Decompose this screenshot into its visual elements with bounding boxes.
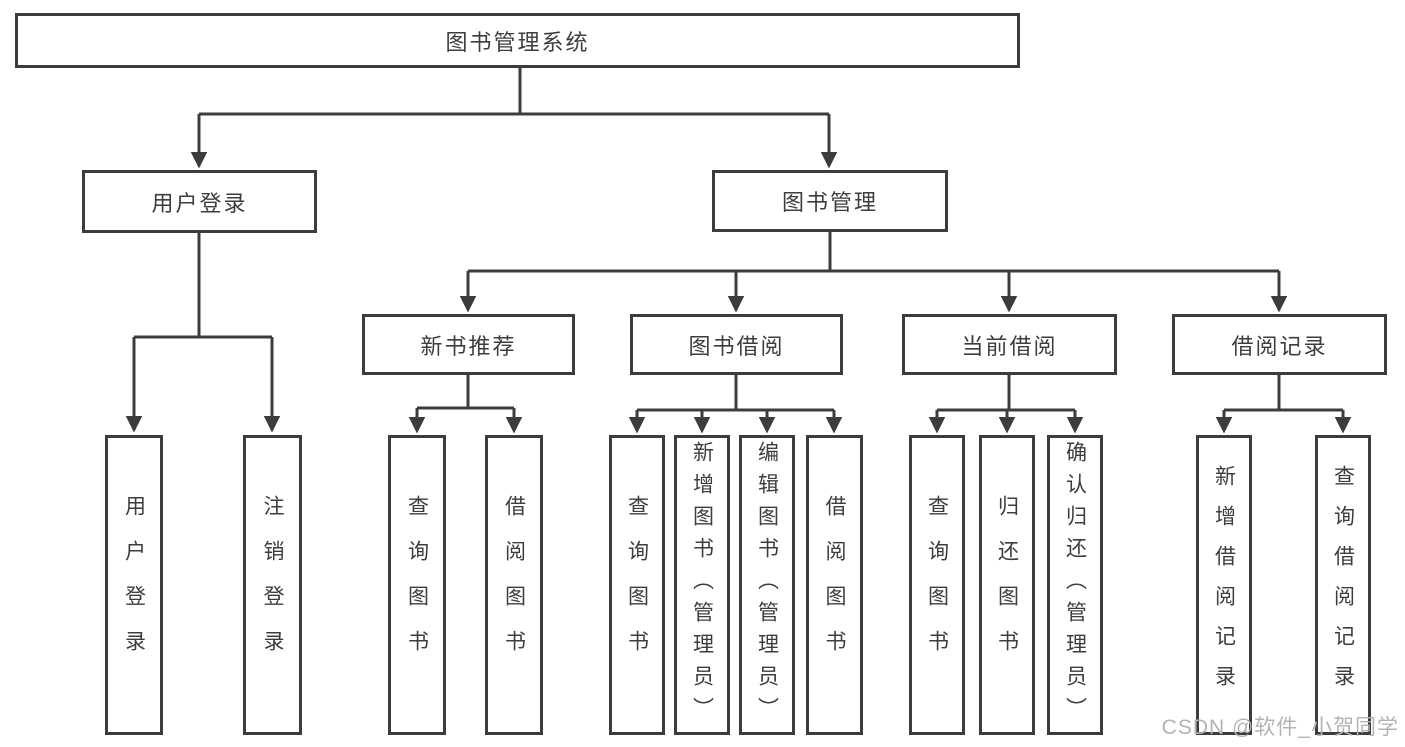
leaf-label: 查询图书 xyxy=(625,495,649,675)
leaf-query-books-borrow: 查询图书 xyxy=(609,435,665,735)
leaf-label: 查询借阅记录 xyxy=(1331,465,1355,705)
node-label: 图书管理 xyxy=(781,190,878,215)
leaf-label: 注销登录 xyxy=(261,495,284,675)
node-label: 图书借阅 xyxy=(688,333,785,359)
node-label: 新书推荐 xyxy=(420,333,517,359)
leaf-add-books-admin: 新增图书（管理员） xyxy=(674,435,730,735)
node-current-borrow: 当前借阅 xyxy=(902,314,1117,375)
leaf-borrow-books-recommend: 借阅图书 xyxy=(485,435,543,735)
node-root-library-system: 图书管理系统 xyxy=(15,13,1020,68)
node-label: 图书管理系统 xyxy=(445,29,590,55)
node-user-login: 用户登录 xyxy=(82,170,317,233)
leaf-label: 归还图书 xyxy=(995,495,1019,675)
leaf-logout: 注销登录 xyxy=(243,435,302,735)
leaf-return-books: 归还图书 xyxy=(979,435,1035,735)
node-new-book-recommend: 新书推荐 xyxy=(362,314,575,375)
csdn-watermark: CSDN @软件_小贺同学 xyxy=(1161,716,1399,739)
leaf-query-books-recommend: 查询图书 xyxy=(388,435,446,735)
node-book-management: 图书管理 xyxy=(712,170,948,232)
leaf-confirm-return-admin: 确认归还（管理员） xyxy=(1047,435,1103,735)
leaf-label: 新增图书（管理员） xyxy=(690,441,714,729)
leaf-label: 新增借阅记录 xyxy=(1212,465,1236,705)
leaf-query-books-current: 查询图书 xyxy=(909,435,965,735)
leaf-label: 借阅图书 xyxy=(823,495,846,675)
node-book-borrow: 图书借阅 xyxy=(630,314,843,375)
node-label: 当前借阅 xyxy=(961,333,1058,359)
leaf-label: 查询图书 xyxy=(925,495,949,675)
leaf-edit-books-admin: 编辑图书（管理员） xyxy=(739,435,795,735)
node-label: 借阅记录 xyxy=(1231,333,1328,359)
leaf-label: 编辑图书（管理员） xyxy=(755,441,779,729)
leaf-label: 确认归还（管理员） xyxy=(1063,441,1087,729)
leaf-label: 用户登录 xyxy=(122,495,146,675)
leaf-user-login: 用户登录 xyxy=(105,435,163,735)
leaf-query-borrow-record: 查询借阅记录 xyxy=(1315,435,1371,735)
leaf-add-borrow-record: 新增借阅记录 xyxy=(1196,435,1252,735)
leaf-label: 借阅图书 xyxy=(502,495,526,675)
node-borrow-records: 借阅记录 xyxy=(1172,314,1387,375)
leaf-label: 查询图书 xyxy=(405,495,429,675)
node-label: 用户登录 xyxy=(151,190,248,216)
leaf-borrow-books: 借阅图书 xyxy=(806,435,863,735)
